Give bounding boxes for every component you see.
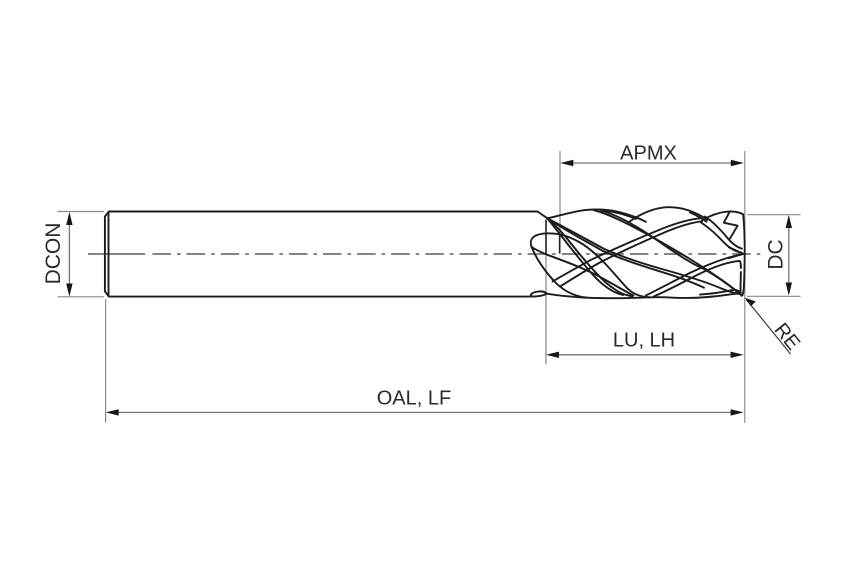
svg-text:LU, LH: LU, LH	[613, 330, 675, 352]
svg-text:DCON: DCON	[42, 223, 65, 285]
svg-text:APMX: APMX	[620, 143, 677, 165]
svg-text:DC: DC	[765, 239, 788, 269]
svg-text:OAL, LF: OAL, LF	[377, 388, 451, 410]
